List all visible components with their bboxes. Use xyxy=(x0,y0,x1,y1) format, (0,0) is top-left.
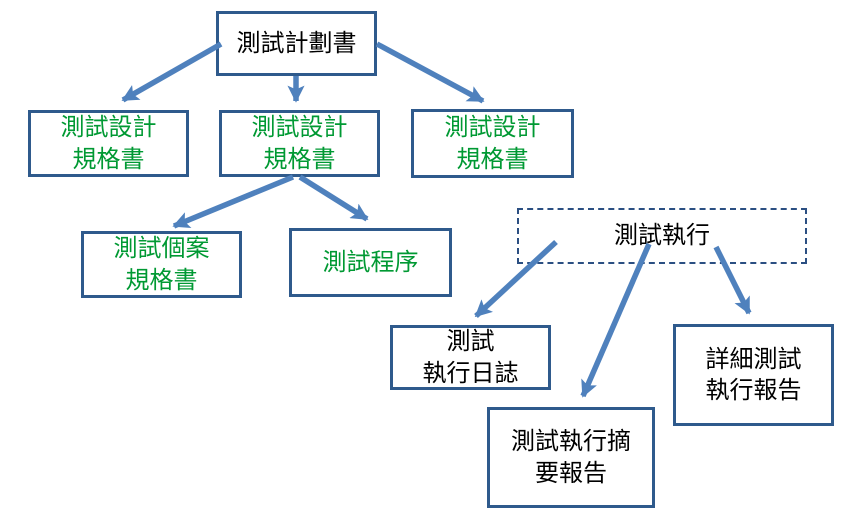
node-test-design-spec-left: 測試設計 規格書 xyxy=(28,110,189,177)
node-test-execution: 測試執行 xyxy=(517,208,807,264)
edge-execution-to-summary xyxy=(580,242,652,398)
edge-design-to-procedure xyxy=(298,174,369,222)
edge-plan-to-design-right xyxy=(375,41,485,104)
node-test-procedure: 測試程序 xyxy=(289,228,452,297)
node-test-design-spec-middle: 測試設計 規格書 xyxy=(219,110,380,177)
node-test-design-spec-right: 測試設計 規格書 xyxy=(411,109,574,178)
node-test-execution-log: 測試 執行日誌 xyxy=(390,325,551,390)
node-test-case-spec: 測試個案 規格書 xyxy=(81,231,242,298)
edge-design-to-case-spec xyxy=(172,174,295,229)
node-test-plan: 測試計劃書 xyxy=(216,11,377,76)
node-test-execution-summary-report: 測試執行摘 要報告 xyxy=(487,407,655,508)
edge-plan-to-design-left xyxy=(121,41,223,103)
node-detailed-test-execution-report: 詳細測試 執行報告 xyxy=(673,324,834,426)
